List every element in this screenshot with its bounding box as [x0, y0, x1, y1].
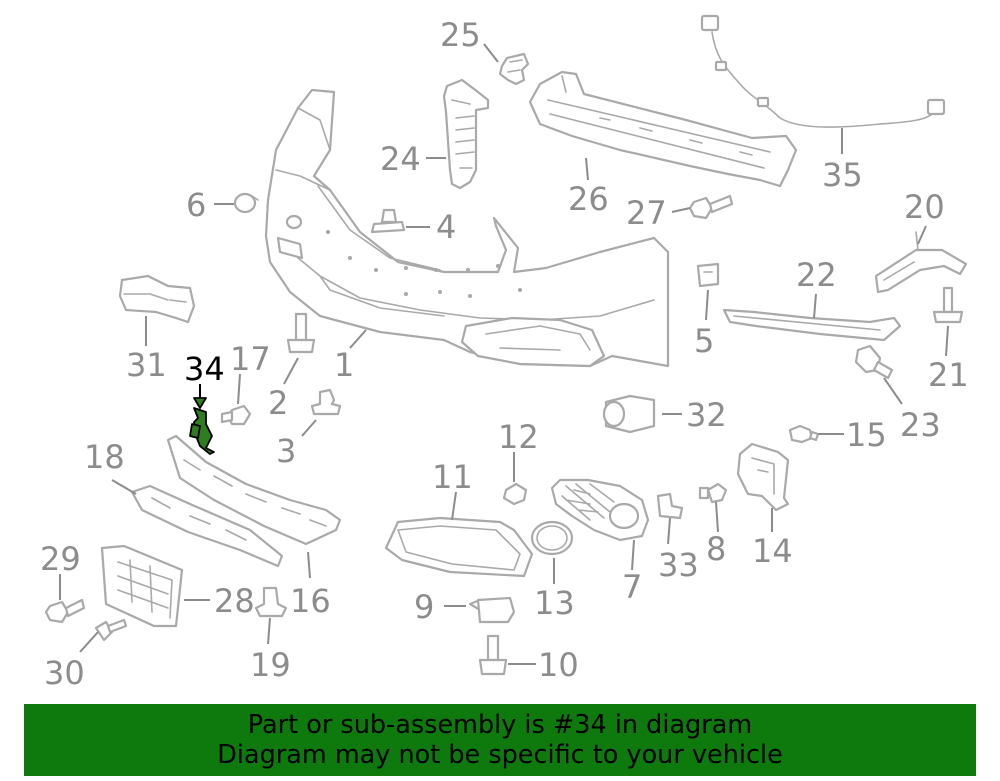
part-2-bolt [286, 312, 316, 354]
callout-4: 4 [436, 208, 456, 246]
part-25-clip [498, 52, 530, 86]
banner-line-1: Part or sub-assembly is #34 in diagram [247, 710, 753, 740]
callout-23: 23 [900, 406, 941, 444]
callout-12: 12 [498, 418, 539, 456]
callout-18: 18 [84, 438, 125, 476]
part-29-bolt [44, 598, 86, 624]
callout-numbers: 1 2 3 4 5 6 7 8 9 10 11 12 13 14 15 16 1… [40, 16, 969, 692]
callout-29: 29 [40, 540, 81, 578]
part-26-bumper-beam [528, 70, 798, 188]
callout-10: 10 [538, 646, 579, 684]
part-10-bolt [478, 634, 508, 676]
callout-31: 31 [126, 346, 167, 384]
part-4-clip [370, 208, 406, 234]
callout-17: 17 [230, 340, 271, 378]
part-18-lower-grille [130, 484, 284, 568]
callout-6: 6 [186, 186, 206, 224]
part-1-bumper-cover [264, 88, 670, 368]
callout-8: 8 [706, 530, 726, 568]
callout-25: 25 [440, 16, 481, 54]
leader-lines [59, 43, 949, 665]
part-34-highlighted-bracket [189, 407, 215, 455]
callout-7: 7 [622, 568, 642, 606]
callout-1: 1 [334, 346, 354, 384]
callout-20: 20 [904, 188, 945, 226]
callout-27: 27 [626, 194, 667, 232]
part-24-bracket [442, 78, 490, 190]
callout-22: 22 [796, 256, 837, 294]
part-27-bolt [688, 194, 734, 220]
part-16-upper-grille [166, 434, 342, 546]
callout-26: 26 [568, 180, 609, 218]
part-30-screw [94, 618, 128, 642]
part-33-clip [656, 492, 684, 520]
callout-11: 11 [432, 458, 473, 496]
callout-5: 5 [694, 322, 714, 360]
part-3-clip [310, 388, 342, 416]
banner-line-2: Diagram may not be specific to your vehi… [217, 740, 783, 770]
part-14-bracket [736, 442, 790, 512]
part-32-parking-sensor [602, 394, 656, 434]
callout-15: 15 [846, 416, 887, 454]
part-5-clip [696, 262, 720, 288]
callout-34-highlighted: 34 [184, 350, 225, 388]
part-7-fog-lamp-grille [550, 478, 650, 542]
info-banner: Part or sub-assembly is #34 in diagram D… [24, 704, 976, 776]
part-23-bolt [854, 344, 894, 380]
callout-32: 32 [686, 396, 727, 434]
part-20-bracket [874, 231, 968, 294]
part-21-screw [932, 286, 964, 324]
part-19-clip [254, 586, 288, 618]
callout-3: 3 [276, 432, 296, 470]
part-11-fog-lamp-trim [384, 516, 534, 578]
part-28-license-bracket [100, 544, 184, 628]
callout-16: 16 [290, 582, 331, 620]
callout-19: 19 [250, 646, 291, 684]
callout-24: 24 [380, 140, 421, 178]
callout-13: 13 [534, 584, 575, 622]
callout-30: 30 [44, 654, 85, 692]
callout-2: 2 [268, 384, 288, 422]
callout-21: 21 [928, 356, 969, 394]
callout-28: 28 [214, 582, 255, 620]
part-9-sensor-housing [468, 596, 516, 624]
part-13-gasket [530, 520, 574, 556]
part-6-grommet [233, 192, 259, 214]
part-15-clip [788, 424, 820, 444]
callout-35: 35 [822, 156, 863, 194]
part-17-clip [220, 404, 252, 426]
part-22-side-support [722, 308, 902, 342]
part-35-wire-harness [700, 14, 946, 128]
parts-diagram: 1 2 3 4 5 6 7 8 9 10 11 12 13 14 15 16 1… [40, 14, 969, 692]
callout-9: 9 [414, 588, 434, 626]
callout-14: 14 [752, 532, 793, 570]
callout-33: 33 [658, 546, 699, 584]
part-8-clip [698, 482, 728, 504]
part-12-clip [502, 482, 528, 506]
part-31-bracket [118, 274, 196, 324]
